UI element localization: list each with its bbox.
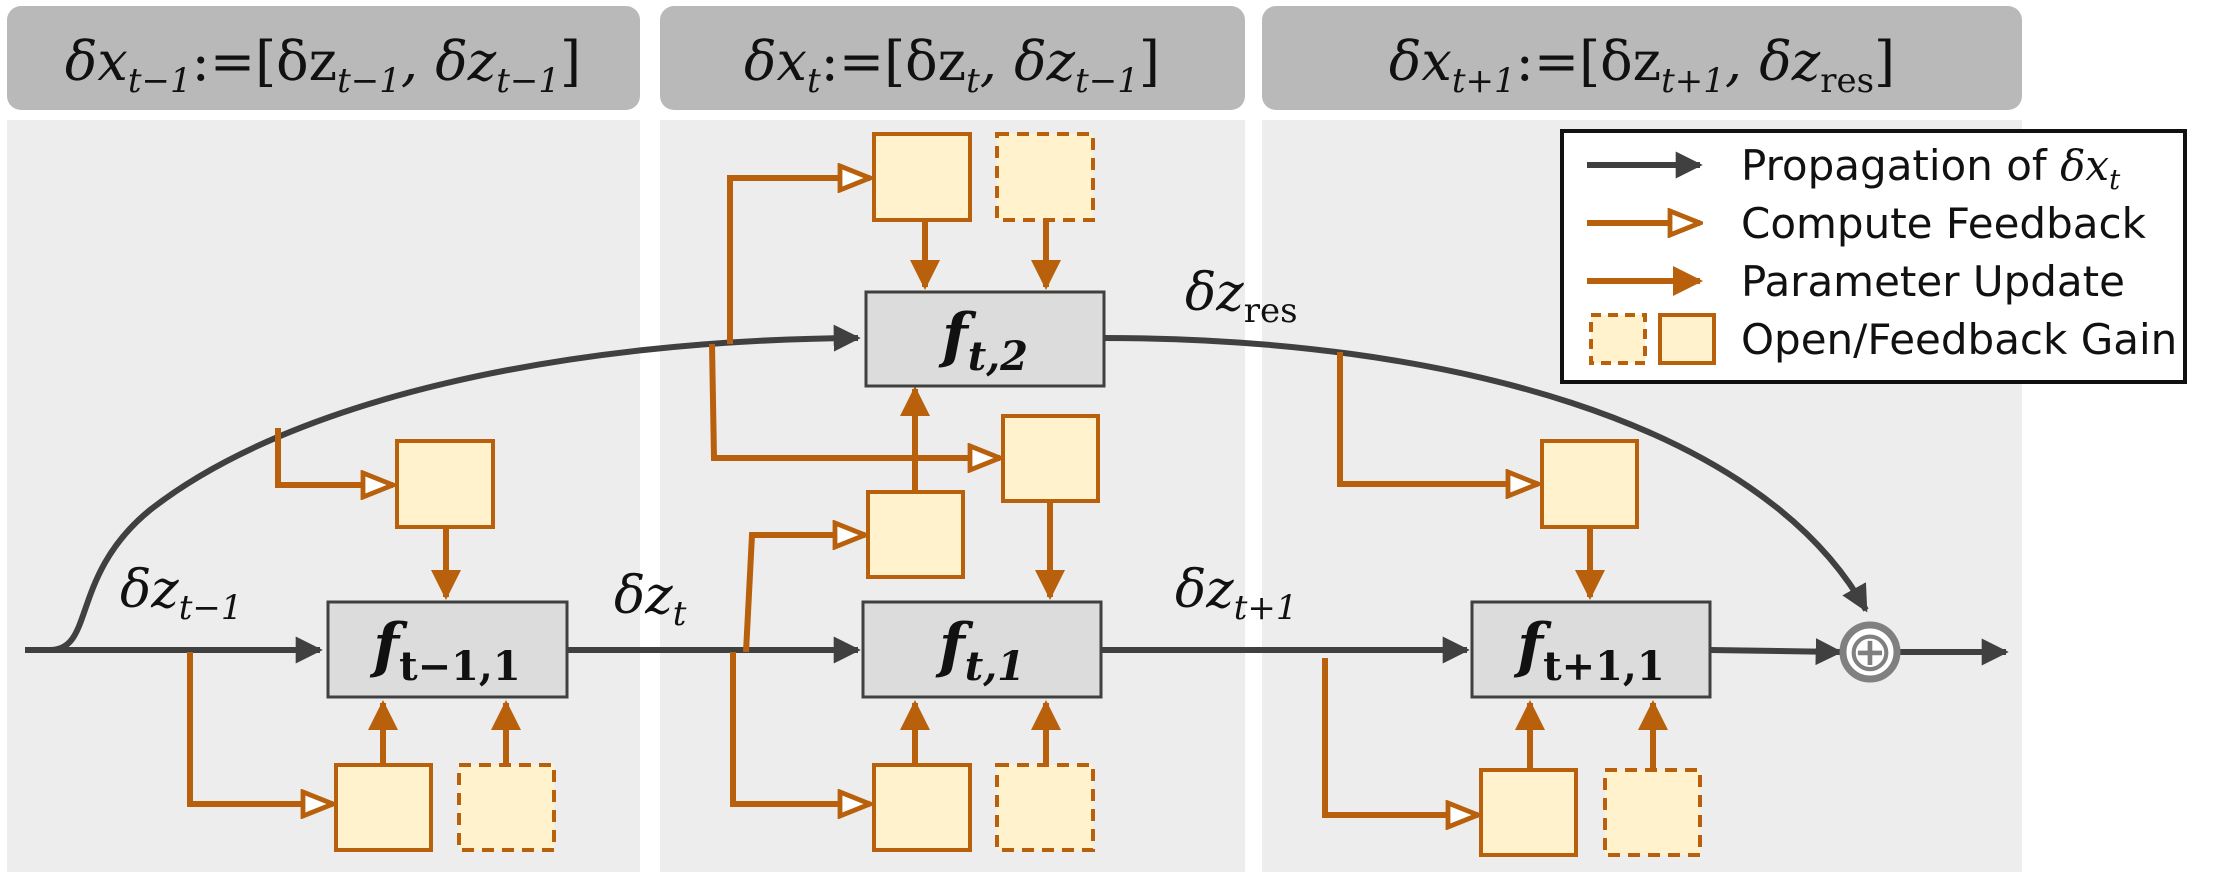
gain-boxes xyxy=(334,132,1702,857)
gain-box-open-middle-top xyxy=(995,132,1095,222)
legend-label-compute-feedback: Compute Feedback xyxy=(1741,199,2147,248)
feedback-right-top xyxy=(1337,352,1538,484)
feedback-middle-lower xyxy=(743,535,865,653)
gain-box-open-right-bottom xyxy=(1603,768,1702,857)
feedback-left-top xyxy=(275,428,393,485)
signal-label-dz-t: δzt xyxy=(614,566,687,634)
propagation-t-plus-1-to-sum xyxy=(1709,638,1843,666)
feedback-left-bottom xyxy=(187,652,333,804)
header-banner-left xyxy=(7,6,640,110)
header-middle: δxt:=[δzt, δzt−1] xyxy=(744,30,1160,101)
feedback-paths xyxy=(187,178,1538,815)
propagation-skip-to-f-t-2 xyxy=(49,324,861,653)
signal-label-dz-t-minus-1: δzt−1 xyxy=(120,560,243,628)
signal-label-dz-res: δzres xyxy=(1185,263,1298,331)
function-box-f-t-plus-1-1 xyxy=(1470,600,1712,699)
gain-box-feedback-middle-left xyxy=(866,490,965,579)
gain-box-feedback-left-bottom xyxy=(334,763,433,852)
gain-box-feedback-right-top xyxy=(1540,439,1639,529)
gain-box-open-middle-bottom xyxy=(995,763,1095,852)
header-right: δxt+1:=[δzt+1, δzres] xyxy=(1389,30,1895,101)
update-paths xyxy=(368,218,1668,770)
header-banner-middle xyxy=(660,6,1245,110)
gain-box-feedback-middle-top xyxy=(872,132,972,222)
legend-feedback-gain-icon xyxy=(1658,313,1716,365)
function-box-f-t-1 xyxy=(861,600,1103,699)
feedback-middle-top xyxy=(727,178,870,344)
panel-left xyxy=(7,120,640,872)
legend-open-gain-icon xyxy=(1589,313,1647,365)
gain-box-feedback-left-top xyxy=(395,439,495,529)
feedback-right-bottom xyxy=(1322,658,1478,815)
legend-box xyxy=(1560,129,2187,384)
signal-label-dz-t-plus-1: δzt+1 xyxy=(1175,560,1298,628)
legend-label-gain: Open/Feedback Gain xyxy=(1741,315,2177,364)
function-box-f-t-2 xyxy=(864,290,1106,388)
sum-symbol: ⊕ xyxy=(1847,620,1894,685)
header-banner-right xyxy=(1262,6,2022,110)
function-box-f-t-minus-1-1 xyxy=(326,600,569,699)
propagation-paths xyxy=(25,324,2009,666)
function-label-f-t-minus-1-1: ft−1,1 xyxy=(369,611,520,690)
sum-node xyxy=(1839,621,1901,683)
function-boxes xyxy=(326,290,1712,699)
propagation-res-to-sum xyxy=(1103,335,1869,613)
header-left: δxt−1:=[δzt−1, δzt−1] xyxy=(65,30,581,101)
feedback-middle-mid xyxy=(709,343,1000,458)
gain-box-open-left-bottom xyxy=(457,763,556,852)
gain-box-feedback-right-bottom xyxy=(1479,768,1578,857)
function-label-f-t-1: ft,1 xyxy=(935,611,1025,690)
feedback-middle-bottom xyxy=(730,652,870,804)
function-label-f-t-2: ft,2 xyxy=(938,301,1028,380)
gain-box-feedback-middle-right xyxy=(1001,414,1100,503)
gain-box-feedback-middle-bottom xyxy=(872,763,972,852)
legend-label-parameter-update: Parameter Update xyxy=(1741,257,2125,306)
legend-label-propagation: Propagation of δxt xyxy=(1741,141,2121,196)
legend: Propagation of δxt Compute Feedback Para… xyxy=(1560,129,2187,384)
